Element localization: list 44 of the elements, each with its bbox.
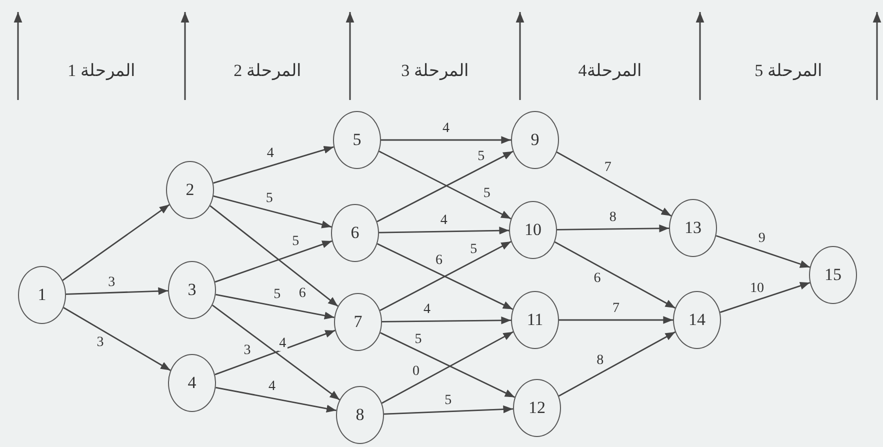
node-ellipse: 10 [509,201,557,259]
arrow [216,294,334,320]
arrow [559,316,673,324]
node-ellipse: 13 [669,199,717,257]
node-ellipse: 14 [673,291,721,349]
stage-label: المرحلة4 [578,60,642,82]
arrow [216,386,336,412]
arrow [558,331,676,397]
arrow [212,304,340,400]
arrow [66,287,168,296]
node-ellipse: 4 [168,354,216,412]
stage-label: المرحلة 3 [401,60,469,82]
arrow [382,316,511,324]
node-ellipse: 15 [809,246,857,304]
stage-label: المرحلة 5 [754,60,822,82]
arrow [210,205,338,307]
node-ellipse: 3 [168,261,216,319]
node-ellipse: 5 [333,111,381,169]
arrow [214,330,336,376]
arrow [716,235,810,268]
arrow [384,405,514,415]
node-ellipse: 12 [513,379,561,437]
node-ellipse: 2 [166,161,214,219]
arrow [556,152,672,216]
arrow [557,224,669,232]
arrow [214,240,332,283]
arrow [213,146,334,184]
node-ellipse: 8 [336,386,384,444]
node-ellipse: 9 [511,111,559,169]
node-ellipse: 1 [18,266,66,324]
arrow [554,241,676,309]
arrow [381,136,511,144]
stage-label: المرحلة 1 [68,60,136,82]
node-ellipse: 11 [511,291,559,349]
edge-label: 5 [444,394,453,408]
arrow [63,307,171,371]
arrow [62,204,170,281]
edge-label: 4 [278,336,288,351]
arrow [378,226,510,234]
arrow [720,282,810,313]
node-ellipse: 6 [331,204,379,262]
node-ellipse: 7 [334,293,382,351]
arrow [213,195,332,228]
stage-label: المرحلة 2 [234,60,302,82]
